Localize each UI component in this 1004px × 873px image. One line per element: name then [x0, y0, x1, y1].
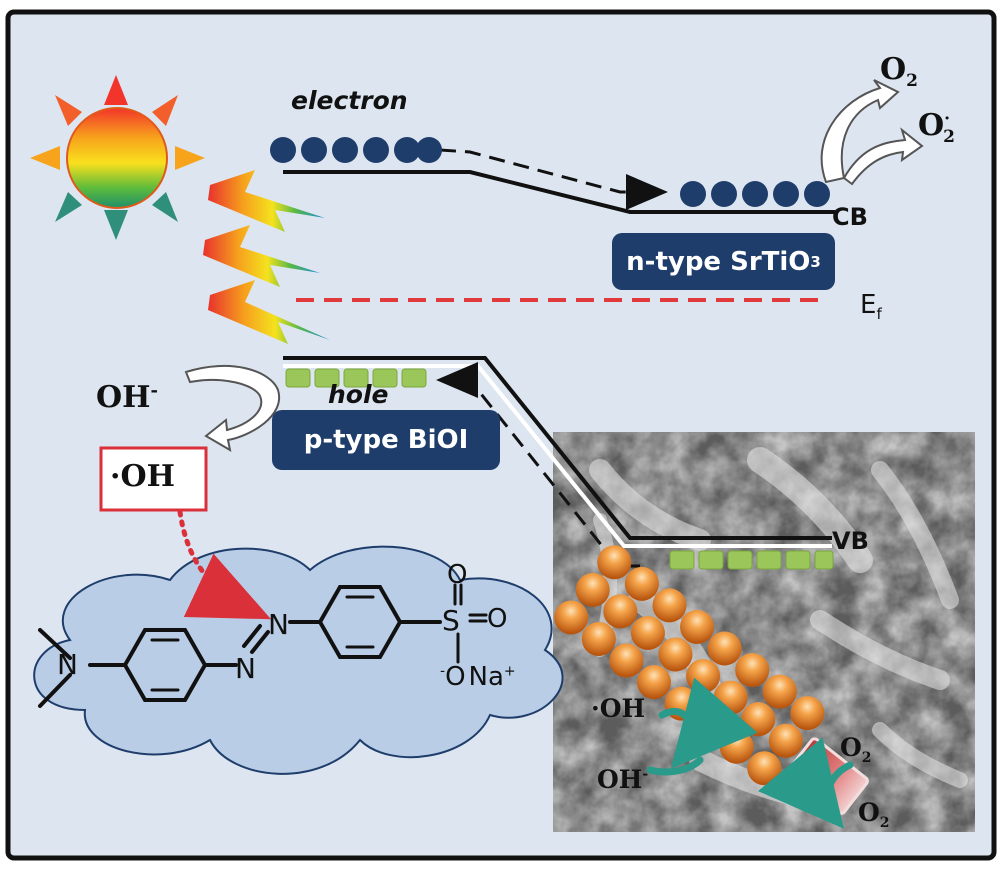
cb-label: CB	[832, 203, 868, 231]
sulfonyl-o-top: O	[447, 560, 468, 590]
p-type-bioi-pill: p-type BiOI	[272, 410, 500, 470]
conduction-band-line	[283, 170, 835, 214]
sem-hydroxide-label: OH-	[597, 765, 649, 794]
electron-transfer-arrow	[439, 148, 668, 210]
hydroxide-label: OH-	[96, 380, 158, 415]
molecule-cloud	[33, 545, 564, 775]
methyl-orange-structure	[38, 583, 488, 708]
sulfur-atom: S	[442, 604, 460, 637]
sem-hydroxyl-radical-label: ·OH	[591, 694, 646, 723]
sem-superoxide-label: O2	[858, 798, 890, 831]
sulfonyl-o-right: O	[487, 604, 508, 634]
o2-reduction-arrow	[820, 79, 900, 184]
hydroxyl-radical-label: ·OH	[110, 459, 175, 494]
electrons-left	[270, 137, 442, 163]
o2-superoxide-label: O·2	[918, 108, 955, 147]
fermi-label: Ef	[860, 290, 882, 324]
electrons-right	[680, 181, 830, 207]
holes-right	[669, 550, 834, 570]
electron-label: electron	[291, 86, 408, 115]
valence-band-line	[283, 356, 832, 540]
o2-top-label: O2	[880, 52, 918, 91]
radical-attack-arrow	[177, 509, 272, 620]
o2-reduction-arrow-tail	[842, 127, 924, 186]
vb-label: VB	[832, 527, 869, 555]
valence-band-line-white	[283, 364, 832, 548]
holes-left	[285, 368, 427, 388]
oh-oxidation-arrow	[184, 364, 281, 452]
dimethylamino-n: N	[57, 648, 78, 681]
lightning-bolt-icon	[203, 170, 330, 344]
sun-icon	[30, 75, 205, 240]
azo-n-lower: N	[235, 652, 256, 685]
azo-n-upper: N	[268, 608, 289, 641]
hole-label: hole	[328, 380, 389, 409]
hydroxyl-radical-box	[99, 446, 208, 512]
sem-o2-label: O2	[840, 733, 872, 766]
teal-reaction-arrows	[646, 677, 854, 829]
